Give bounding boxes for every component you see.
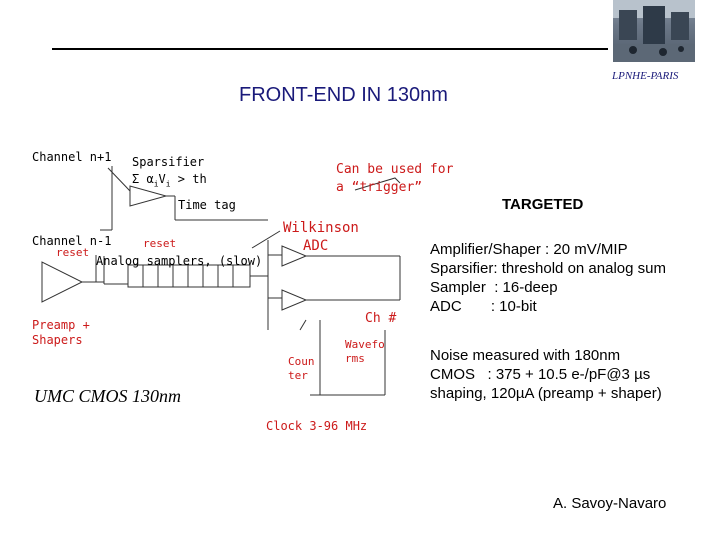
ch-number-label: Ch # xyxy=(365,311,397,326)
spec-adc: ADC : 10-bit xyxy=(430,298,537,315)
analog-samplers-label: Analog samplers, (slow) xyxy=(96,254,263,268)
counter-label-line1: Coun xyxy=(288,355,315,368)
reset-left-label: reset xyxy=(56,246,90,259)
spec-sampler: Sampler : 16-deep xyxy=(430,279,558,296)
sampler-array xyxy=(127,264,251,288)
time-tag-label: Time tag xyxy=(178,198,236,212)
lab-label: LPNHE-PARIS xyxy=(612,70,679,82)
channel-n-plus-1-label: Channel n+1 xyxy=(32,150,112,164)
noise-line-1: Noise measured with 180nm xyxy=(430,347,621,364)
preamp-triangle xyxy=(41,261,84,303)
waveforms-label-line2: rms xyxy=(345,352,365,365)
clock-label: Clock 3-96 MHz xyxy=(266,419,368,433)
spec-amplifier: Amplifier/Shaper : 20 mV/MIP xyxy=(430,241,628,258)
preamp-label-line1: Preamp + xyxy=(32,318,90,332)
sparsifier-formula-symbols: Σ α xyxy=(132,172,154,186)
adc-comparator-2 xyxy=(281,289,308,311)
sparsifier-formula-index-2: i xyxy=(165,179,171,189)
header-rule xyxy=(52,48,608,50)
trigger-note-line2: a “trigger” xyxy=(336,180,423,195)
sparsifier-title: Sparsifier xyxy=(132,155,205,169)
adc-comparator-1 xyxy=(281,245,308,267)
page-title: FRONT-END IN 130nm xyxy=(239,84,448,106)
sparsifier-formula-index-1: i xyxy=(153,179,159,189)
technology-label: UMC CMOS 130nm xyxy=(34,386,181,406)
sparsifier-formula-rest: > th xyxy=(170,172,207,186)
counter-label-line2: ter xyxy=(288,369,308,382)
sparsifier-amplifier xyxy=(129,185,168,207)
targeted-heading: TARGETED xyxy=(502,196,584,213)
noise-notes: Noise measured with 180nm CMOS : 375 + 1… xyxy=(430,346,662,403)
targeted-specs: Amplifier/Shaper : 20 mV/MIP Sparsifier:… xyxy=(430,240,666,316)
wilkinson-label-line1: Wilkinson xyxy=(283,220,359,236)
noise-line-2: CMOS : 375 + 10.5 e-/pF@3 µs xyxy=(430,366,651,383)
detector-photo xyxy=(613,0,695,62)
author-label: A. Savoy-Navaro xyxy=(553,495,667,512)
noise-line-3: shaping, 120µA (preamp + shaper) xyxy=(430,385,662,402)
wilkinson-label-line2: ADC xyxy=(303,238,329,254)
channel-n-minus-1-label: Channel n-1 xyxy=(32,234,112,248)
waveforms-label-line1: Wavefo xyxy=(345,338,385,351)
preamp-label-line2: Shapers xyxy=(32,333,83,347)
sparsifier-formula-v: V xyxy=(158,172,166,186)
reset-mid-label: reset xyxy=(143,237,177,250)
sparsifier-formula: Σ αiVi > th xyxy=(132,172,207,188)
spec-sparsifier: Sparsifier: threshold on analog sum xyxy=(430,260,666,277)
trigger-note-line1: Can be used for xyxy=(336,162,454,177)
